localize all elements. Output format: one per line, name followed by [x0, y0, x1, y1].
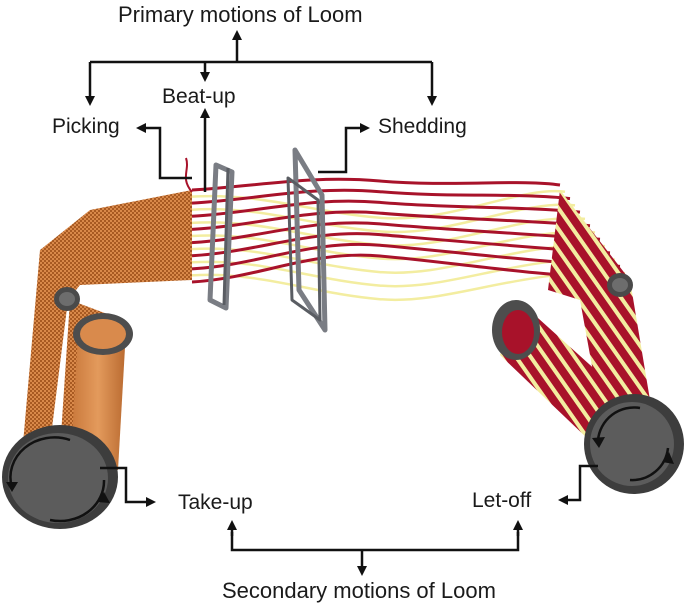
heddle-frame-front	[207, 162, 235, 311]
rotation-arrow-icon	[596, 406, 641, 441]
warp-thread-yellow	[191, 244, 606, 274]
takeup-pointer	[100, 466, 156, 507]
picking-pointer	[136, 123, 192, 180]
warp-thread-yellow	[191, 230, 596, 261]
warp-thread-red	[191, 242, 621, 271]
label-takeup: Take-up	[178, 491, 253, 514]
weft-thread	[184, 157, 193, 193]
warp-thread-yellow	[191, 257, 616, 288]
let-off-roller	[584, 394, 684, 494]
label-shedding: Shedding	[378, 115, 467, 138]
warp-thread-red	[191, 253, 631, 284]
label-picking: Picking	[52, 115, 120, 138]
warp-thread-red	[191, 221, 601, 245]
primary-connectors	[85, 30, 437, 192]
secondary-bracket	[230, 532, 520, 552]
fabric-sheet	[22, 190, 192, 460]
secondary-motions-title: Secondary motions of Loom	[222, 578, 496, 603]
rotation-arrow-icon	[9, 436, 71, 489]
warp-thread-red	[191, 188, 571, 205]
take-up-roller	[2, 425, 118, 529]
heddle-frame-back	[286, 147, 328, 333]
letoff-pointer	[558, 464, 598, 505]
warp-thread-yellow	[191, 271, 626, 302]
primary-motions-title: Primary motions of Loom	[118, 2, 363, 27]
warp-thread-red	[191, 199, 581, 218]
label-letoff: Let-off	[472, 489, 532, 512]
warp-threads	[184, 157, 631, 302]
warp-section	[492, 190, 684, 494]
warp-thread-red	[191, 210, 591, 231]
warp-thread-red	[191, 232, 611, 258]
cloth-section	[2, 190, 192, 529]
secondary-connectors	[100, 464, 598, 576]
label-beatup: Beat-up	[162, 85, 236, 108]
warp-sheet-down	[548, 190, 650, 410]
warp-thread-red	[191, 177, 561, 192]
shedding-pointer	[318, 123, 370, 174]
